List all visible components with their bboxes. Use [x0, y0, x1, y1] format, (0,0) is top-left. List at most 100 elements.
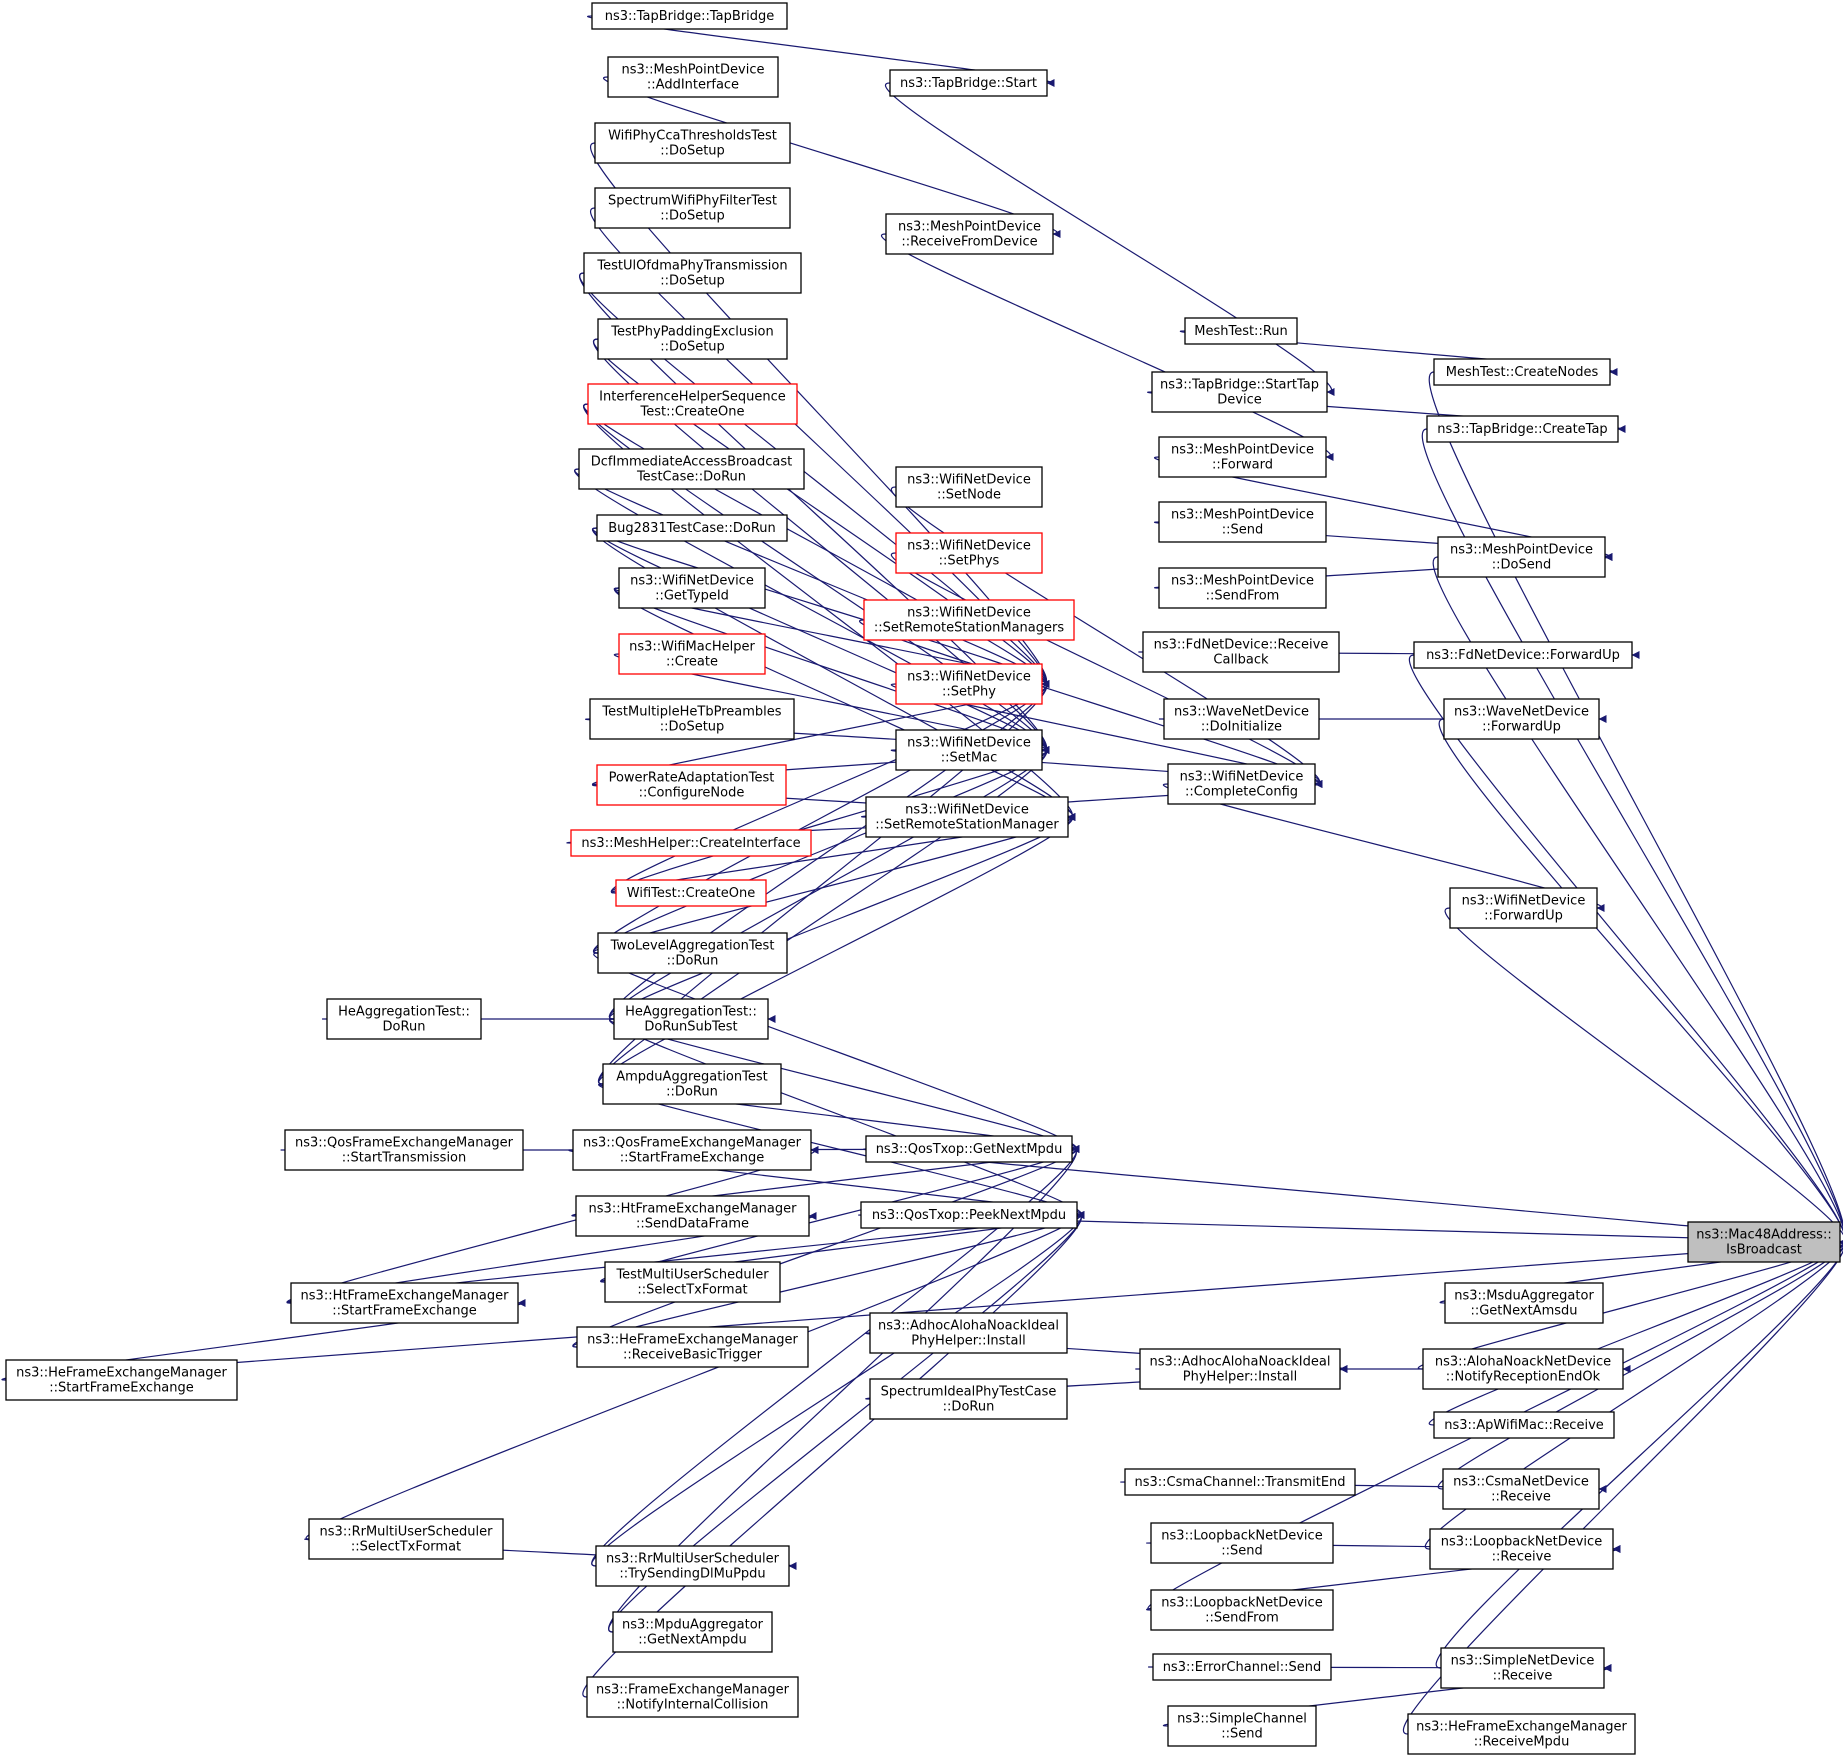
node-label: ns3::TapBridge::Start	[900, 76, 1037, 91]
function-node[interactable]: ns3::LoopbackNetDevice::Receive	[1429, 1528, 1614, 1570]
function-node[interactable]: ns3::TapBridge::CreateTap	[1426, 415, 1619, 443]
function-node[interactable]: ns3::AdhocAlohaNoackIdealPhyHelper::Inst…	[869, 1312, 1068, 1354]
node-label: ::Send	[1221, 1544, 1263, 1559]
function-node[interactable]: ns3::MeshPointDevice::ReceiveFromDevice	[885, 213, 1054, 255]
function-node[interactable]: ns3::RrMultiUserScheduler::SelectTxForma…	[308, 1518, 504, 1560]
node-box	[595, 1545, 790, 1587]
node-label: ns3::HeFrameExchangeManager	[587, 1333, 798, 1348]
node-label: ::TrySendingDlMuPpdu	[619, 1567, 765, 1582]
function-node[interactable]: ns3::MpduAggregator::GetNextAmpdu	[612, 1611, 773, 1653]
function-node[interactable]: ns3::RrMultiUserScheduler::TrySendingDlM…	[595, 1545, 790, 1587]
target-function-node[interactable]: ns3::Mac48Address::IsBroadcast	[1687, 1221, 1841, 1263]
function-node[interactable]: ns3::WifiNetDevice::SetMac	[895, 729, 1043, 771]
function-node[interactable]: ns3::MeshPointDevice::Forward	[1158, 436, 1327, 478]
node-label: ::DoSetup	[660, 274, 725, 289]
node-layer: ns3::TapBridge::TapBridgens3::TapBridge:…	[5, 2, 1841, 1755]
function-node[interactable]: ns3::MeshPointDevice::SendFrom	[1158, 567, 1327, 609]
function-node[interactable]: ns3::CsmaChannel::TransmitEnd	[1124, 1468, 1356, 1496]
function-node[interactable]: DcfImmediateAccessBroadcastTestCase::DoR…	[578, 448, 805, 490]
function-node[interactable]: ns3::WifiNetDevice::GetTypeId	[618, 567, 766, 609]
function-node[interactable]: ns3::MeshPointDevice::Send	[1158, 501, 1327, 543]
function-node[interactable]: ns3::TapBridge::Start	[889, 69, 1048, 97]
function-node[interactable]: InterferenceHelperSequenceTest::CreateOn…	[587, 383, 798, 425]
function-node[interactable]: ns3::AdhocAlohaNoackIdealPhyHelper::Inst…	[1139, 1348, 1341, 1390]
node-box	[575, 1195, 810, 1237]
function-node[interactable]: ns3::QosTxop::GetNextMpdu	[865, 1135, 1073, 1163]
node-label: ::SetRemoteStationManagers	[874, 621, 1064, 636]
node-label: ns3::LoopbackNetDevice	[1161, 1529, 1322, 1544]
function-node[interactable]: ns3::TapBridge::TapBridge	[591, 2, 788, 30]
function-node[interactable]: ns3::QosTxop::PeekNextMpdu	[860, 1201, 1078, 1229]
node-label: ::SendDataFrame	[636, 1217, 749, 1232]
node-label: ::SetMac	[941, 751, 997, 766]
function-node[interactable]: ns3::HeFrameExchangeManager::StartFrameE…	[5, 1359, 238, 1401]
function-node[interactable]: MeshTest::CreateNodes	[1433, 358, 1611, 386]
function-node[interactable]: ns3::HtFrameExchangeManager::StartFrameE…	[290, 1282, 519, 1324]
function-node[interactable]: ns3::QosFrameExchangeManager::StartTrans…	[284, 1129, 524, 1171]
node-label: TestCase::DoRun	[636, 470, 746, 485]
function-node[interactable]: SpectrumWifiPhyFilterTest::DoSetup	[594, 187, 791, 229]
function-node[interactable]: WifiPhyCcaThresholdsTest::DoSetup	[594, 122, 791, 164]
function-node[interactable]: Bug2831TestCase::DoRun	[596, 514, 788, 542]
node-label: ns3::LoopbackNetDevice	[1441, 1535, 1602, 1550]
function-node[interactable]: PowerRateAdaptationTest::ConfigureNode	[596, 764, 787, 806]
function-node[interactable]: ns3::AlohaNoackNetDevice::NotifyReceptio…	[1422, 1348, 1624, 1390]
function-node[interactable]: MeshTest::Run	[1184, 317, 1298, 345]
function-node[interactable]: ns3::LoopbackNetDevice::Send	[1150, 1522, 1334, 1564]
node-box	[1139, 1348, 1341, 1390]
node-label: TestUlOfdmaPhyTransmission	[596, 259, 787, 274]
function-node[interactable]: ns3::LoopbackNetDevice::SendFrom	[1150, 1589, 1334, 1631]
function-node[interactable]: WifiTest::CreateOne	[615, 879, 767, 907]
function-node[interactable]: SpectrumIdealPhyTestCase::DoRun	[869, 1378, 1068, 1420]
function-node[interactable]: ns3::ErrorChannel::Send	[1152, 1653, 1332, 1681]
function-node[interactable]: ns3::HeFrameExchangeManager::ReceiveMpdu	[1407, 1713, 1636, 1755]
node-label: ::GetNextAmsdu	[1470, 1304, 1577, 1319]
function-node[interactable]: ns3::SimpleChannel::Send	[1167, 1705, 1317, 1747]
function-node[interactable]: TwoLevelAggregationTest::DoRun	[597, 932, 788, 974]
node-label: ::SendFrom	[1205, 1611, 1279, 1626]
function-node[interactable]: ns3::MeshPointDevice::DoSend	[1437, 536, 1606, 578]
function-node[interactable]: ns3::MeshHelper::CreateInterface	[570, 829, 812, 857]
function-node[interactable]: ns3::WifiNetDevice::CompleteConfig	[1167, 763, 1316, 805]
function-node[interactable]: ns3::WifiMacHelper::Create	[618, 633, 766, 675]
node-label: ::Receive	[1493, 1669, 1553, 1684]
node-label: ns3::FrameExchangeManager	[596, 1683, 790, 1698]
function-node[interactable]: ns3::WifiNetDevice::SetPhys	[895, 532, 1043, 574]
function-node[interactable]: ns3::MeshPointDevice::AddInterface	[607, 56, 779, 98]
function-node[interactable]: TestPhyPaddingExclusion::DoSetup	[597, 318, 788, 360]
function-node[interactable]: ns3::HeFrameExchangeManager::ReceiveBasi…	[576, 1326, 809, 1368]
function-node[interactable]: TestMultiUserScheduler::SelectTxFormat	[604, 1261, 781, 1303]
node-label: PhyHelper::Install	[1183, 1370, 1297, 1385]
function-node[interactable]: ns3::HtFrameExchangeManager::SendDataFra…	[575, 1195, 810, 1237]
function-node[interactable]: ns3::WifiNetDevice::SetRemoteStationMana…	[865, 796, 1069, 838]
function-node[interactable]: ns3::CsmaNetDevice::Receive	[1442, 1468, 1600, 1510]
function-node[interactable]: ns3::WifiNetDevice::SetPhy	[895, 663, 1043, 705]
node-label: ::SetNode	[937, 488, 1001, 503]
function-node[interactable]: HeAggregationTest::DoRun	[326, 998, 482, 1040]
function-node[interactable]: ns3::WifiNetDevice::ForwardUp	[1449, 887, 1598, 929]
function-node[interactable]: ns3::QosFrameExchangeManager::StartFrame…	[572, 1129, 812, 1171]
function-node[interactable]: ns3::WifiNetDevice::SetRemoteStationMana…	[863, 599, 1075, 641]
function-node[interactable]: ns3::FrameExchangeManager::NotifyInterna…	[586, 1676, 799, 1718]
call-edge	[1428, 371, 1843, 1246]
function-node[interactable]: TestMultipleHeTbPreambles::DoSetup	[589, 698, 795, 740]
function-node[interactable]: ns3::MsduAggregator::GetNextAmsdu	[1444, 1282, 1604, 1324]
node-box	[612, 1611, 773, 1653]
node-label: ::SelectTxFormat	[351, 1540, 461, 1555]
node-label: TestMultipleHeTbPreambles	[601, 705, 781, 720]
function-node[interactable]: ns3::SimpleNetDevice::Receive	[1440, 1647, 1605, 1689]
function-node[interactable]: ns3::WaveNetDevice::DoInitialize	[1163, 698, 1320, 740]
function-node[interactable]: ns3::FdNetDevice::ForwardUp	[1413, 641, 1633, 669]
function-node[interactable]: TestUlOfdmaPhyTransmission::DoSetup	[583, 252, 802, 294]
node-box	[1426, 415, 1619, 443]
function-node[interactable]: ns3::ApWifiMac::Receive	[1433, 1411, 1615, 1439]
function-node[interactable]: ns3::WifiNetDevice::SetNode	[895, 466, 1043, 508]
node-box	[1449, 887, 1598, 929]
function-node[interactable]: AmpduAggregationTest::DoRun	[602, 1063, 782, 1105]
function-node[interactable]: ns3::WaveNetDevice::ForwardUp	[1443, 698, 1600, 740]
node-label: DoRunSubTest	[644, 1020, 737, 1035]
function-node[interactable]: HeAggregationTest::DoRunSubTest	[613, 998, 769, 1040]
node-label: ::DoRun	[667, 954, 719, 969]
